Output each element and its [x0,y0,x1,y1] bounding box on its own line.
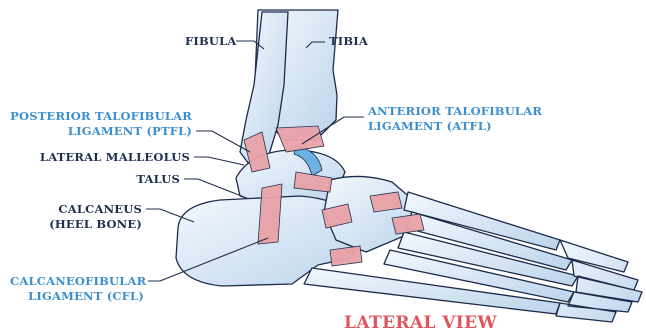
midfoot-ligament-4 [330,246,362,266]
cfl-label: CALCANEOFIBULAR LIGAMENT (CFL) [10,274,144,304]
midfoot-ligament-5 [392,214,424,234]
lateral-malleolus-leader [194,157,244,165]
atfl-ligament [276,126,324,152]
midfoot-ligament-3 [370,192,402,212]
talus-leader [184,179,244,197]
atfl-label-line1: ANTERIOR TALOFIBULAR [368,104,542,119]
cfl-ligament [258,184,282,244]
calcaneus-label: CALCANEUS (HEEL BONE) [20,202,142,232]
atfl-label: ANTERIOR TALOFIBULAR LIGAMENT (ATFL) [368,104,542,134]
cfl-label-line2: LIGAMENT (CFL) [10,289,144,304]
ptfl-label-line1: POSTERIOR TALOFIBULAR [10,109,192,124]
fibula-label: FIBULA [185,34,237,49]
ptfl-label-line2: LIGAMENT (PTFL) [10,124,192,139]
cfl-label-line1: CALCANEOFIBULAR [10,274,144,289]
atfl-label-line2: LIGAMENT (ATFL) [368,119,542,134]
calcaneus-label-line2: (HEEL BONE) [20,217,142,232]
view-title: LATERAL VIEW [344,313,497,333]
tibia-label: TIBIA [329,34,368,49]
lateral-malleolus-label: LATERAL MALLEOLUS [10,150,190,165]
ptfl-label: POSTERIOR TALOFIBULAR LIGAMENT (PTFL) [10,109,192,139]
talus-label: TALUS [100,172,180,187]
calcaneus-label-line1: CALCANEUS [20,202,142,217]
